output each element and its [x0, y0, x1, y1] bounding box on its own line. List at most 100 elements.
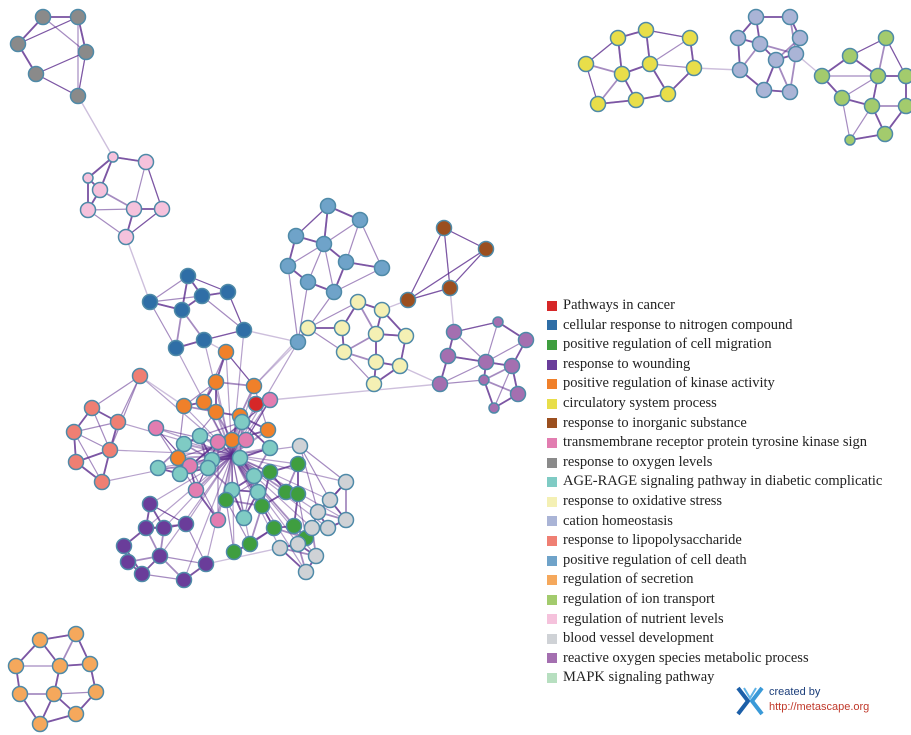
network-edge — [297, 281, 309, 343]
network-node — [77, 43, 95, 61]
created-by-label: created by — [769, 686, 821, 698]
network-edge — [77, 95, 114, 158]
network-node — [9, 35, 27, 53]
legend-label: response to inorganic substance — [563, 414, 747, 431]
legend-swatch — [547, 437, 557, 448]
network-node — [225, 543, 243, 561]
network-node — [373, 301, 391, 319]
network-node — [287, 227, 305, 245]
legend-item: blood vessel development — [547, 629, 911, 649]
network-node — [271, 539, 289, 557]
legend-item: regulation of secretion — [547, 570, 911, 590]
network-edge — [159, 454, 233, 557]
network-node — [79, 201, 97, 219]
network-node — [315, 235, 333, 253]
legend-swatch — [547, 477, 557, 488]
legend-item: regulation of ion transport — [547, 590, 911, 610]
legend-item: response to oxidative stress — [547, 492, 911, 512]
network-node — [259, 421, 277, 439]
network-node — [141, 495, 159, 513]
legend-item: positive regulation of cell death — [547, 551, 911, 571]
network-node — [289, 333, 307, 351]
network-node — [641, 55, 659, 73]
network-node — [81, 655, 99, 673]
legend-label: response to oxidative stress — [563, 492, 723, 509]
network-node — [195, 393, 213, 411]
network-node — [767, 51, 785, 69]
network-edge — [231, 454, 331, 501]
network-node — [217, 491, 235, 509]
network-node — [167, 339, 185, 357]
legend-swatch — [547, 516, 557, 527]
network-edge — [299, 445, 319, 513]
network-node — [351, 211, 369, 229]
network-node — [169, 449, 187, 467]
network-node — [217, 343, 235, 361]
network-edge — [225, 499, 235, 553]
network-node — [153, 200, 171, 218]
network-node — [781, 83, 799, 101]
network-edge — [231, 454, 307, 573]
network-node — [841, 47, 859, 65]
network-node — [83, 399, 101, 417]
legend-item: regulation of nutrient levels — [547, 610, 911, 630]
network-edge — [231, 454, 251, 545]
legend-label: circulatory system process — [563, 394, 717, 411]
network-node — [237, 431, 255, 449]
network-edge — [299, 445, 331, 501]
network-edge — [407, 227, 445, 301]
legend-swatch — [547, 653, 557, 664]
network-node — [309, 503, 327, 521]
legend-label: cellular response to nitrogen compound — [563, 316, 793, 333]
network-edge — [155, 427, 219, 443]
network-node — [91, 181, 109, 199]
network-node — [67, 705, 85, 723]
legend-label: response to oxygen levels — [563, 453, 713, 470]
network-node — [265, 519, 283, 537]
network-node — [131, 367, 149, 385]
network-nodes — [7, 8, 911, 733]
network-node — [34, 8, 52, 26]
network-edge — [42, 16, 87, 53]
legend-swatch — [547, 614, 557, 625]
network-node — [813, 67, 831, 85]
network-node — [253, 497, 271, 515]
network-node — [193, 287, 211, 305]
network-edge — [439, 361, 487, 385]
network-node — [107, 151, 119, 163]
network-node — [478, 374, 490, 386]
network-node — [869, 67, 887, 85]
metascape-url-link[interactable]: http://metascape.org — [769, 701, 870, 713]
network-node — [175, 571, 193, 589]
network-node — [235, 321, 253, 339]
network-node — [791, 29, 809, 47]
network-node — [147, 419, 165, 437]
network-node — [117, 228, 135, 246]
network-node — [291, 437, 309, 455]
network-node — [787, 45, 805, 63]
network-node — [177, 515, 195, 533]
network-node — [261, 439, 279, 457]
legend-swatch — [547, 594, 557, 605]
network-node — [577, 55, 595, 73]
network-node — [151, 547, 169, 565]
network-node — [199, 459, 217, 477]
legend-item: circulatory system process — [547, 394, 911, 414]
network-node — [197, 555, 215, 573]
metascape-logo-icon — [736, 686, 764, 716]
network-node — [303, 519, 321, 537]
network-node — [27, 65, 45, 83]
network-node — [65, 423, 83, 441]
network-edge — [231, 454, 319, 513]
network-node — [477, 353, 495, 371]
legend-label: regulation of nutrient levels — [563, 610, 724, 627]
network-edge — [231, 454, 347, 483]
legend-item: transmembrane receptor protein tyrosine … — [547, 433, 911, 453]
network-node — [503, 357, 521, 375]
legend-item: response to oxygen levels — [547, 453, 911, 473]
network-edge — [287, 265, 299, 343]
network-node — [299, 319, 317, 337]
network-edge — [139, 375, 185, 407]
network-node — [171, 465, 189, 483]
legend-label: transmembrane receptor protein tyrosine … — [563, 434, 867, 451]
